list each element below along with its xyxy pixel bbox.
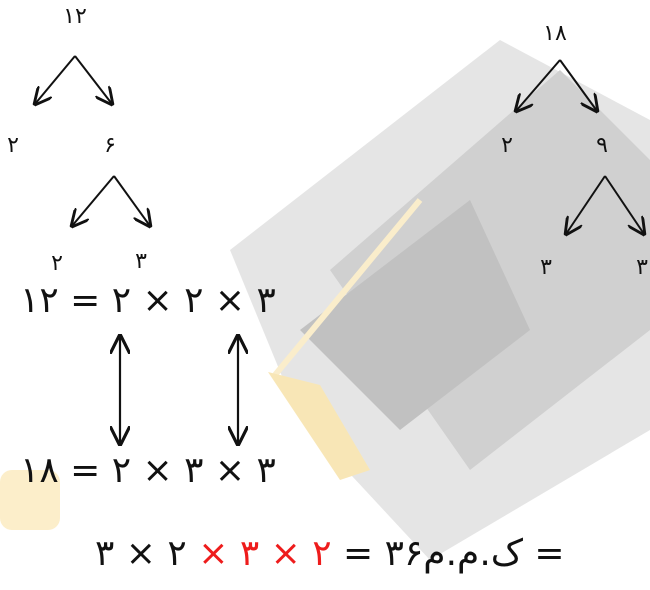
tree-left-root: ۱۲: [63, 4, 87, 29]
graduation-cap-icon: [0, 40, 650, 560]
equation-18: ۱۸ = ۲ × ۳ × ۳: [20, 450, 276, 491]
tree-left-branch-arrow: [74, 55, 112, 104]
tree-left-level1-right: ۶: [104, 133, 116, 158]
lcm-equation: ک.م.م۳۶ = ۲ × ۳ × ۲ × ۳ =: [95, 533, 565, 574]
tree-right-level1-right: ۹: [596, 133, 608, 158]
tree-right-root: ۱۸: [543, 21, 567, 46]
equation-12: ۱۲ = ۲ × ۲ × ۳: [20, 280, 276, 321]
tree-left-branch-arrow: [35, 55, 76, 104]
tree-right-branch-arrow: [516, 59, 561, 111]
lcm-equals: =: [332, 533, 385, 574]
lcm-red-factors: ۲ × ۳ ×: [198, 533, 331, 574]
tree-right-level2-right: ۳: [636, 255, 648, 280]
lcm-prefix: ک.م.م: [423, 533, 523, 574]
tree-right-level2-left: ۳: [540, 255, 552, 280]
tree-left-branch-arrow: [72, 175, 115, 226]
tree-right-branch-arrow: [559, 59, 597, 111]
tree-left-branch-arrow: [113, 175, 150, 226]
tree-right-level1-left: ۲: [501, 133, 513, 158]
tree-right-branch-arrow: [566, 175, 606, 234]
tree-left-level1-left: ۲: [7, 133, 19, 158]
tree-right-branch-arrow: [604, 175, 644, 234]
tree-left-level2-right: ۳: [135, 249, 147, 274]
tree-left-level2-left: ۲: [51, 251, 63, 276]
lcm-value: ۳۶: [385, 533, 424, 574]
